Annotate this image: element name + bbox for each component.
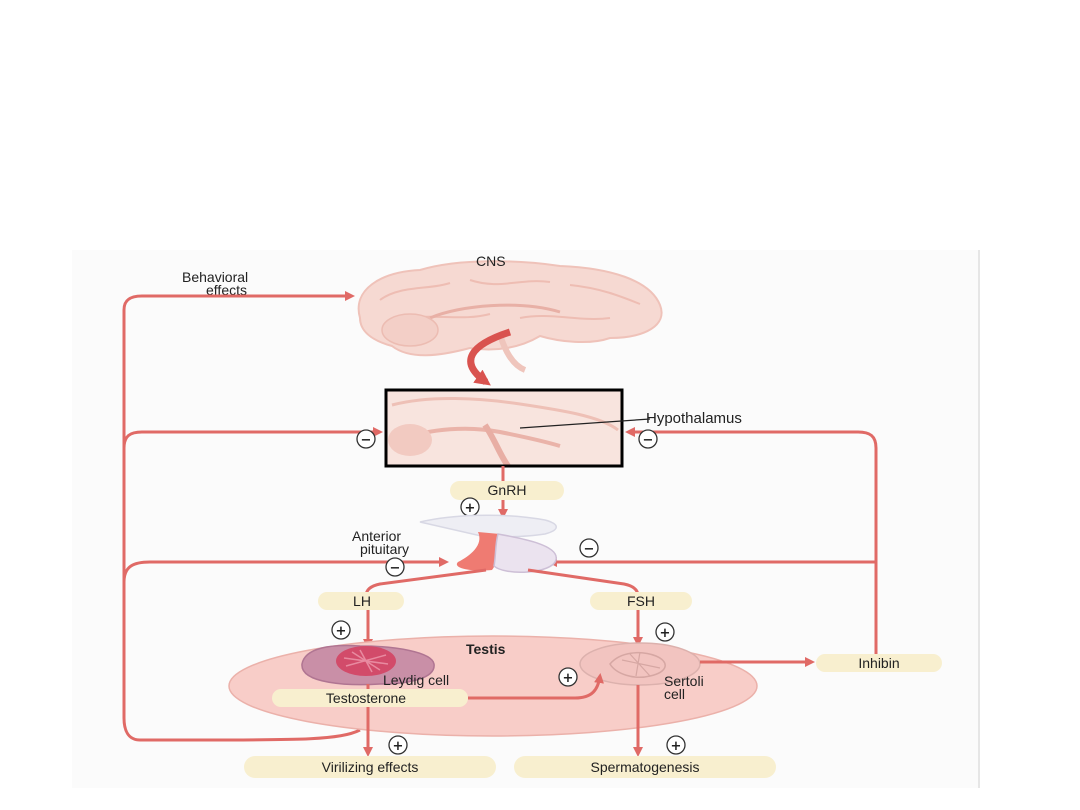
svg-text:+: + [660, 626, 671, 641]
hypothalamus-box [384, 388, 624, 468]
svg-text:−: − [643, 433, 654, 448]
leydig-cell-label: Leydig cell [383, 672, 449, 688]
lh-pill [318, 592, 404, 610]
gnrh-label: GnRH [488, 482, 527, 498]
sertoli-cell-label-line2: cell [664, 686, 685, 702]
svg-text:−: − [361, 433, 372, 448]
svg-text:+: + [563, 671, 574, 686]
sertoli-cell-illustration [579, 642, 701, 686]
cns-label: CNS [476, 253, 506, 269]
svg-text:−: − [584, 542, 595, 557]
plus-sign-gnrh: + [460, 497, 480, 517]
testosterone-label: Testosterone [326, 690, 406, 706]
testosterone-pill [272, 689, 468, 707]
hypothalamus-pointer [519, 418, 651, 429]
svg-text:+: + [393, 739, 404, 754]
inhibin-pill [816, 654, 942, 672]
pituitary-illustration [419, 514, 557, 573]
minus-sign-hypothalamus-right: − [638, 429, 658, 449]
lh-label: LH [353, 593, 371, 609]
gnrh-pill [450, 481, 564, 500]
testosterone-to-behavior-arrow [122, 291, 361, 742]
minus-sign-pituitary-left: − [385, 557, 405, 577]
anterior-pituitary-label-line2: pituitary [360, 541, 409, 557]
testosterone-to-pituitary-arrow [122, 557, 449, 583]
spermatogenesis-label: Spermatogenesis [591, 759, 700, 775]
plus-sign-lh: + [331, 620, 351, 640]
brain-illustration [357, 260, 663, 373]
svg-text:−: − [390, 561, 401, 576]
testis-label: Testis [466, 641, 506, 657]
minus-sign-hypothalamus-left: − [356, 429, 376, 449]
plus-sign-virilizing: + [388, 735, 408, 755]
behavioral-effects-label-line2: effects [206, 282, 247, 298]
anterior-pituitary-label-line1: Anterior [352, 528, 401, 544]
plus-sign-spermatogenesis: + [666, 735, 686, 755]
plus-sign-testosterone-sertoli: + [558, 667, 578, 687]
fsh-pill [590, 592, 692, 610]
sertoli-cell-label-line1: Sertoli [664, 673, 704, 689]
minus-sign-pituitary-right: − [579, 538, 599, 558]
figure-right-edge [978, 250, 980, 788]
inhibin-to-hypothalamus-arrow [625, 427, 878, 656]
testosterone-to-sertoli-arrow [468, 673, 604, 700]
testosterone-to-hypothalamus-arrow [122, 427, 383, 449]
spermatogenesis-pill [514, 756, 776, 778]
inhibin-label: Inhibin [858, 655, 899, 671]
behavioral-effects-label-line1: Behavioral [182, 269, 248, 285]
svg-text:+: + [465, 501, 476, 516]
svg-text:+: + [671, 739, 682, 754]
hypothalamus-label: Hypothalamus [646, 410, 742, 427]
plus-sign-fsh: + [655, 622, 675, 642]
fsh-label: FSH [627, 593, 655, 609]
svg-text:+: + [336, 624, 347, 639]
leydig-cell-illustration [301, 644, 435, 686]
virilizing-effects-label: Virilizing effects [322, 759, 419, 775]
virilizing-effects-pill [244, 756, 496, 778]
cns-to-hypothalamus-arrow [467, 328, 512, 386]
